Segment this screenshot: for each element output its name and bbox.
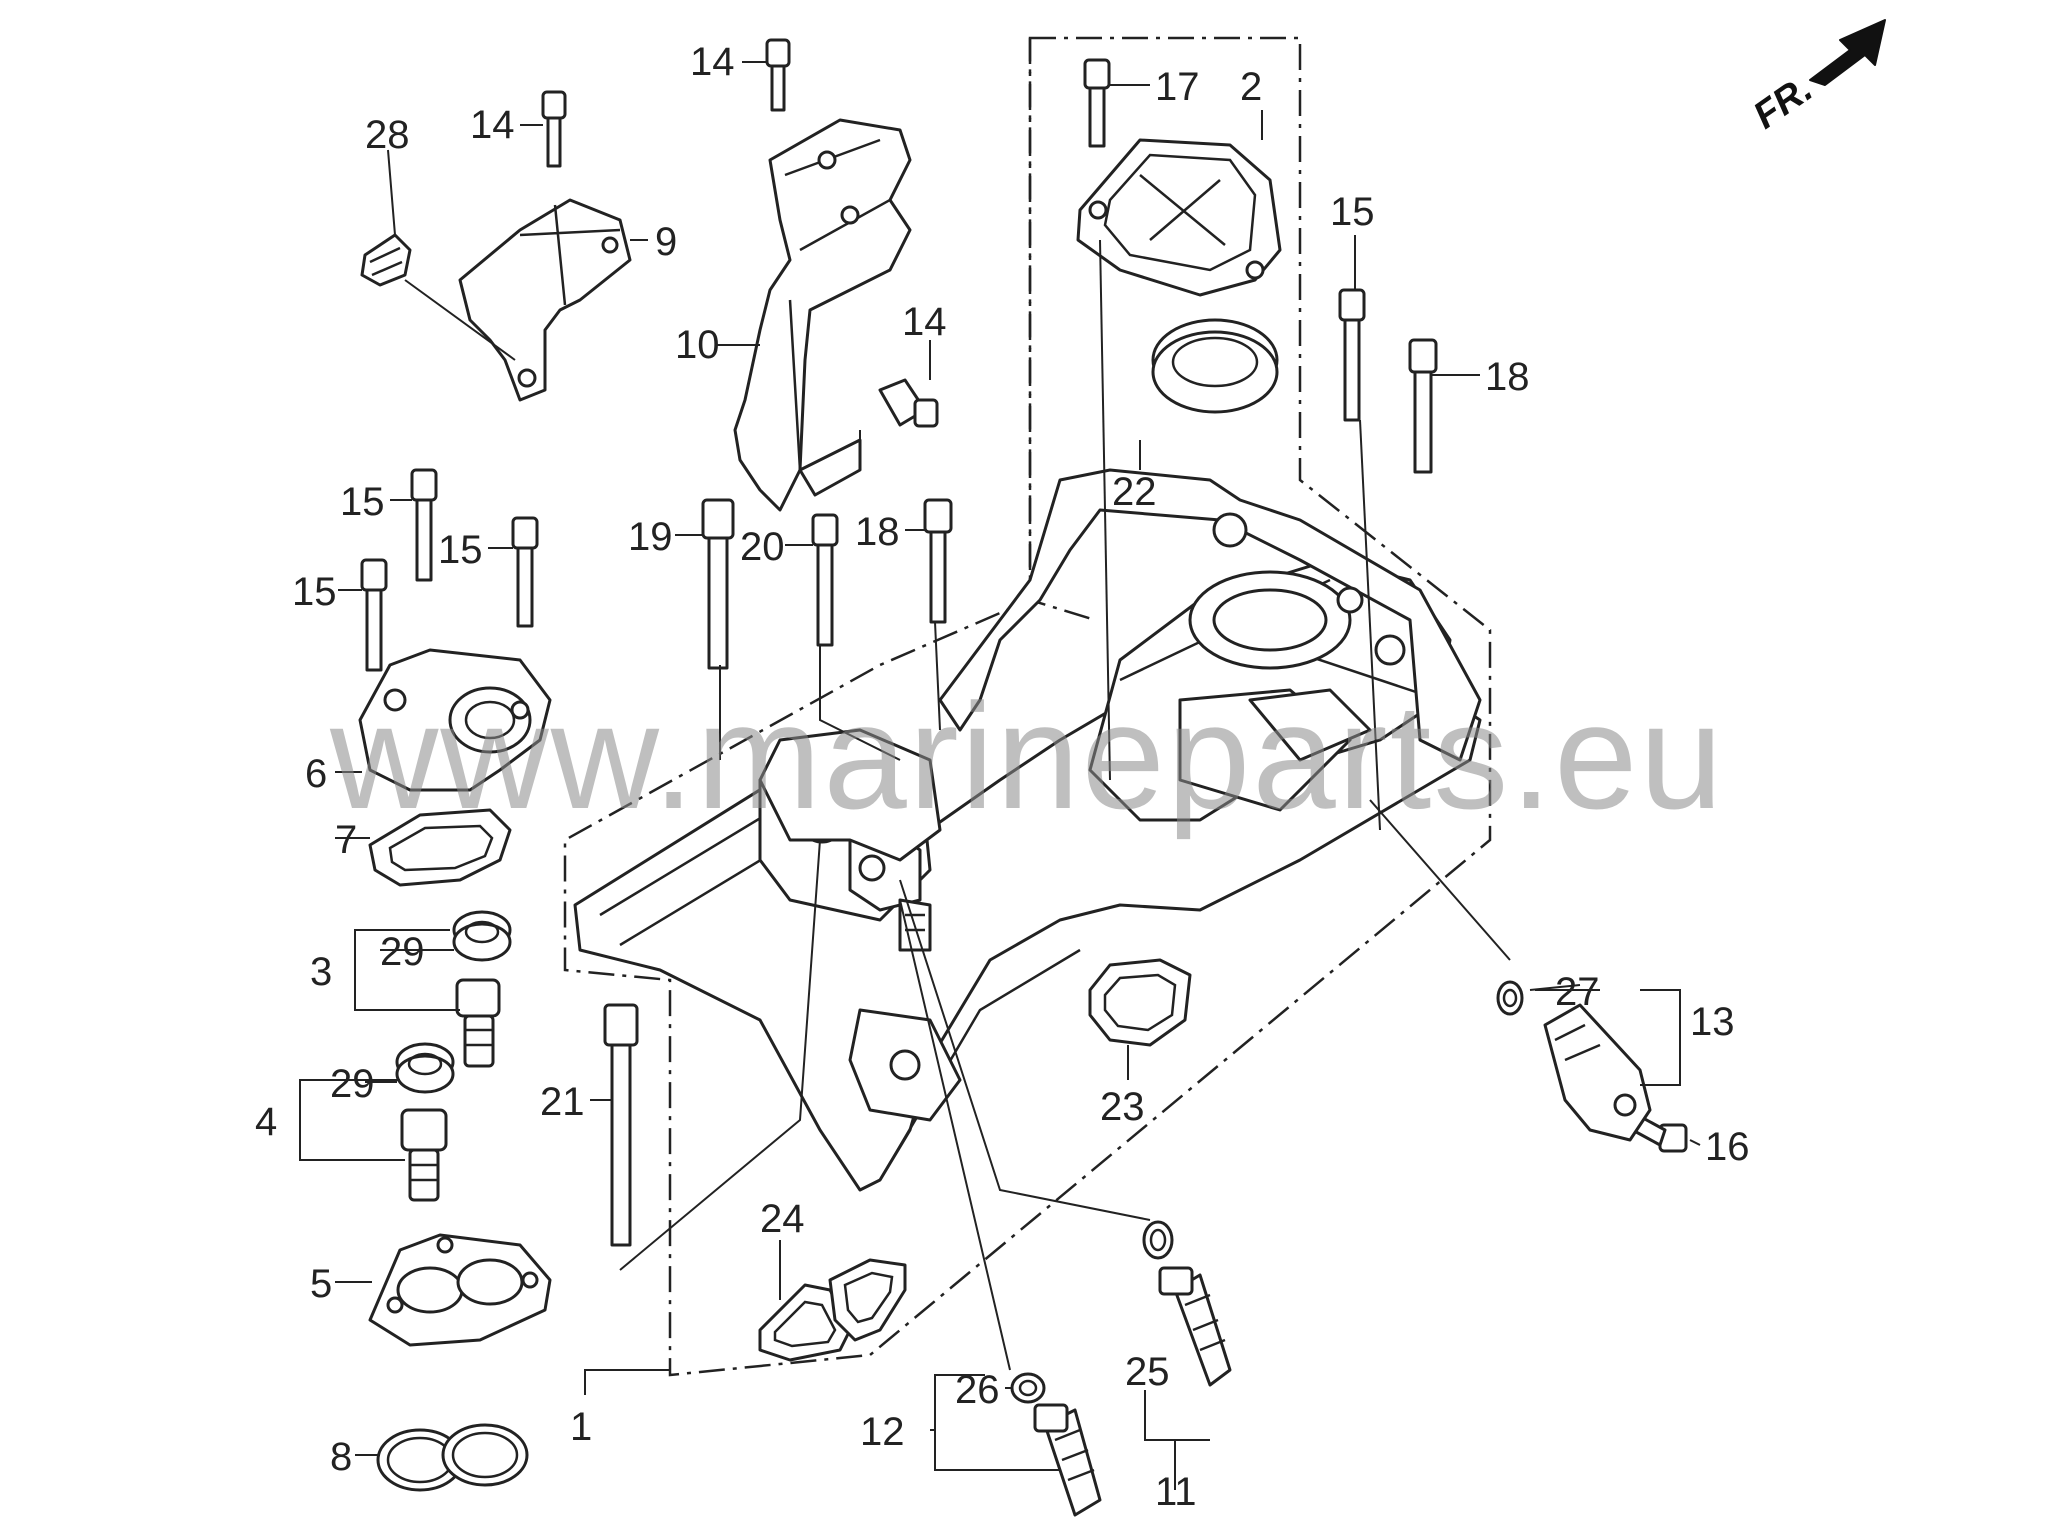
- bolt-15-left-b: [511, 516, 539, 628]
- cover-plate: [1076, 138, 1282, 297]
- bolt-19: [701, 498, 735, 670]
- callout-18-right: 18: [1485, 355, 1530, 399]
- callout-8: 8: [330, 1435, 352, 1479]
- callout-24: 24: [760, 1197, 805, 1241]
- bolt-14-top-center: [765, 38, 791, 112]
- callout-15-left-b: 15: [438, 528, 483, 572]
- callout-2: 2: [1240, 65, 1262, 109]
- assembly-boundary-main: [563, 36, 1492, 1377]
- callout-4: 4: [255, 1100, 277, 1144]
- bolt-15-left-a: [410, 468, 438, 582]
- gasket-24: [758, 1258, 907, 1362]
- callout-20: 20: [740, 525, 785, 569]
- callout-16: 16: [1705, 1125, 1750, 1169]
- callout-26: 26: [955, 1368, 1000, 1412]
- thermostat-housing: [358, 648, 552, 792]
- callout-19: 19: [628, 515, 673, 559]
- callout-14-middle: 14: [902, 300, 947, 344]
- callout-18-center: 18: [855, 510, 900, 554]
- callout-22: 22: [1112, 470, 1157, 514]
- callout-5: 5: [310, 1262, 332, 1306]
- bolt-21: [603, 1003, 639, 1247]
- callout-6: 6: [305, 752, 327, 796]
- bolt-14-middle: [878, 378, 939, 428]
- front-direction-mark: FR.: [1746, 19, 1886, 138]
- callout-14-top-left: 14: [470, 103, 515, 147]
- callout-10: 10: [675, 323, 720, 367]
- sensor-12: [1033, 1403, 1102, 1517]
- front-direction-label: FR.: [1746, 68, 1820, 138]
- seal-ring: [1151, 318, 1279, 414]
- arrow-up-right-icon: [1809, 19, 1886, 86]
- bolt-20: [811, 513, 839, 647]
- bolt-15-right: [1338, 288, 1366, 422]
- callout-11: 11: [1155, 1470, 1197, 1514]
- callout-7: 7: [335, 818, 357, 862]
- sensor-11: [1158, 1266, 1232, 1387]
- intake-manifold-frame: [573, 468, 1482, 1192]
- bracket-10: [733, 118, 912, 512]
- washer-29-upper: [452, 910, 512, 962]
- callout-17: 17: [1155, 65, 1200, 109]
- callout-15-left-a: 15: [340, 480, 385, 524]
- watermark: www.marineparts.eu: [329, 672, 1725, 840]
- callout-1: 1: [570, 1405, 592, 1449]
- callout-13: 13: [1690, 1000, 1735, 1044]
- callout-29-upper: 29: [380, 930, 425, 974]
- washer-25: [1142, 1220, 1174, 1260]
- callout-15-right: 15: [1330, 190, 1375, 234]
- bolt-17: [1083, 58, 1111, 148]
- gasket-7: [368, 808, 512, 887]
- callout-27: 27: [1555, 970, 1600, 1014]
- bolt-18-right: [1408, 338, 1438, 474]
- washer-26: [1010, 1372, 1046, 1404]
- callout-14-top-center: 14: [690, 40, 735, 84]
- callout-12: 12: [860, 1410, 905, 1454]
- callout-25: 25: [1125, 1350, 1170, 1394]
- bolt-15-left-c: [360, 558, 388, 672]
- clip-28: [360, 233, 412, 287]
- bracket-9: [458, 198, 632, 402]
- callout-28: 28: [365, 113, 410, 157]
- callout-labels: 1 2 3 4 5 6 7 8 9 10 11 12 13 14 14 14 1…: [255, 40, 1750, 1514]
- sensor-3: [455, 978, 501, 1068]
- sensor-13: [1543, 1003, 1652, 1142]
- bolt-18-center: [923, 498, 953, 624]
- bolt-14-top-left: [541, 90, 567, 168]
- callout-9: 9: [655, 220, 677, 264]
- callout-23: 23: [1100, 1085, 1145, 1129]
- gasket-23: [1088, 958, 1192, 1047]
- sensor-4: [400, 1108, 448, 1202]
- leader-lines: [299, 61, 1701, 1490]
- callout-29-lower: 29: [330, 1062, 375, 1106]
- washer-27: [1496, 980, 1524, 1016]
- washer-29-lower: [395, 1042, 455, 1094]
- callout-3: 3: [310, 950, 332, 994]
- callout-15-left-c: 15: [292, 570, 337, 614]
- flange-plate: [368, 1233, 552, 1347]
- callout-21: 21: [540, 1080, 585, 1124]
- gasket-8: [376, 1423, 529, 1492]
